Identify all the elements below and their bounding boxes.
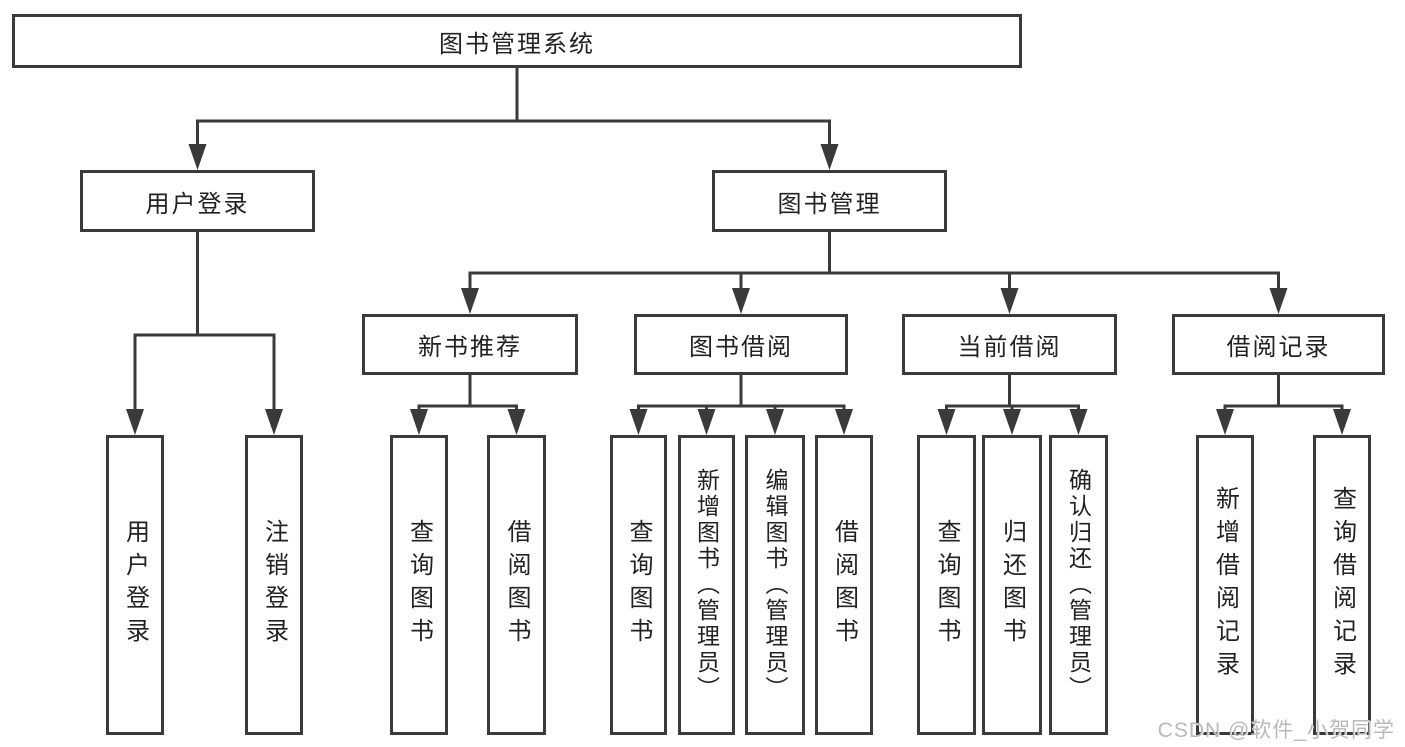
node-leaf-cb-query: 查询图书 <box>917 435 976 735</box>
node-leaf-user-login: 用户登录 <box>106 435 164 735</box>
node-new-book-recommend: 新书推荐 <box>362 314 578 375</box>
node-leaf-br-query: 查询借阅记录 <box>1313 435 1371 735</box>
node-leaf-cb-confirm: 确认归还（管理员） <box>1049 435 1108 735</box>
connector-book-management <box>461 230 1288 314</box>
node-leaf-bb-query: 查询图书 <box>610 435 667 735</box>
connector-current-borrowing <box>937 373 1088 435</box>
node-leaf-cb-return: 归还图书 <box>982 435 1042 735</box>
node-leaf-bb-borrow: 借阅图书 <box>815 435 873 735</box>
node-leaf-nb-borrow: 借阅图书 <box>487 435 546 735</box>
connector-book-borrowing <box>629 373 853 435</box>
node-book-borrowing: 图书借阅 <box>634 314 848 375</box>
node-book-management: 图书管理 <box>712 170 947 232</box>
connector-new-book-recommend <box>410 373 526 435</box>
node-current-borrowing: 当前借阅 <box>902 314 1117 375</box>
node-leaf-br-add: 新增借阅记录 <box>1196 435 1254 735</box>
csdn-watermark: CSDN @软件_小贺同学 <box>1157 719 1395 742</box>
node-root: 图书管理系统 <box>12 14 1022 68</box>
connector-borrowing-records <box>1216 373 1351 435</box>
node-leaf-bb-edit: 编辑图书（管理员） <box>745 435 805 735</box>
connector-user-login <box>126 230 283 435</box>
node-user-login: 用户登录 <box>80 170 315 232</box>
node-leaf-logout: 注销登录 <box>245 435 303 735</box>
node-borrowing-records: 借阅记录 <box>1172 314 1385 375</box>
connector-root <box>188 66 839 170</box>
node-leaf-bb-add: 新增图书（管理员） <box>678 435 735 735</box>
node-leaf-nb-query: 查询图书 <box>390 435 448 735</box>
